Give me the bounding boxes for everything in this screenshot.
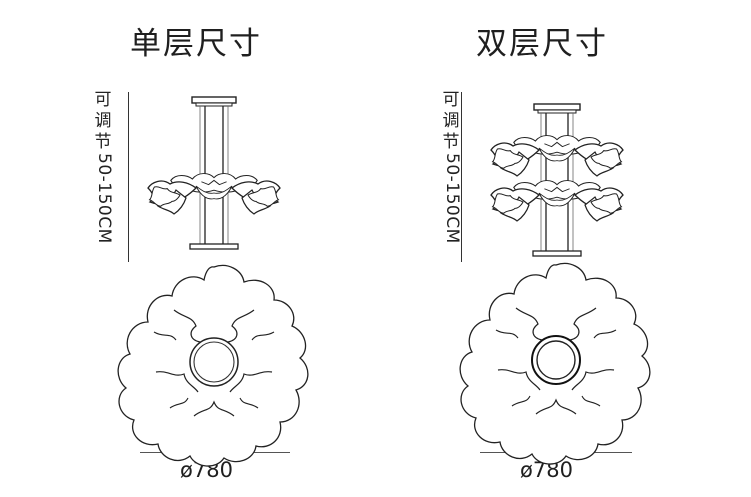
double-adjust-range: 50-150CM [442,153,462,244]
single-layer-side-view [147,96,281,250]
double-adjustable-label: 可 调 节 50-150CM [440,90,462,244]
double-layer-top-view [459,262,651,465]
double-layer-side-view [490,103,624,257]
single-height-dimension-line [128,92,129,262]
single-adjustable-label: 可 调 节 50-150CM [92,90,114,244]
adjust-char-1: 可 [442,90,460,110]
single-layer-title: 单层尺寸 [130,26,262,62]
adjust-char-1: 可 [94,90,112,110]
adjust-char-2: 调 [94,111,112,131]
adjust-char-2: 调 [442,111,460,131]
adjust-char-3: 节 [94,132,112,152]
single-layer-top-view [117,264,309,467]
adjust-char-3: 节 [442,132,460,152]
double-height-dimension-line [461,92,462,262]
single-adjust-range: 50-150CM [94,153,114,244]
double-layer-title: 双层尺寸 [476,26,608,62]
